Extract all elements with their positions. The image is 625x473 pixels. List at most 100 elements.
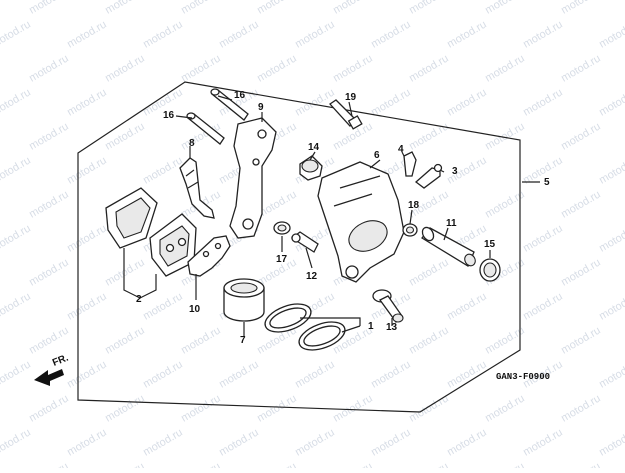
watermark-text: motod.ru (445, 86, 489, 118)
watermark-text: motod.ru (293, 426, 337, 458)
brake-pad-back (105, 187, 158, 249)
callout-6: 6 (374, 150, 380, 161)
watermark-text: motod.ru (255, 0, 299, 17)
watermark-text: motod.ru (597, 154, 625, 186)
caliper-body (317, 161, 405, 283)
watermark-text: motod.ru (521, 426, 565, 458)
callout-11: 11 (446, 218, 457, 229)
pad-spring (179, 157, 215, 219)
watermark-text: motod.ru (293, 86, 337, 118)
callout-16-upper: 16 (234, 90, 246, 101)
watermark-text: motod.ru (27, 188, 71, 220)
diagram-code: GAN3-F0900 (496, 372, 550, 382)
watermark-text: motod.ru (483, 392, 527, 424)
watermark-text: motod.ru (559, 460, 603, 468)
callout-7: 7 (240, 335, 246, 346)
watermark-text: motod.ru (0, 290, 33, 322)
watermark-text: motod.ru (65, 222, 109, 254)
callout-19: 19 (345, 92, 357, 103)
bleeder-valve (414, 163, 443, 189)
watermark-text: motod.ru (0, 222, 33, 254)
watermark-text: motod.ru (141, 154, 185, 186)
watermark-text: motod.ru (179, 52, 223, 84)
watermark-text: motod.ru (597, 358, 625, 390)
watermark-text: motod.ru (65, 426, 109, 458)
pad-pin-upper (210, 88, 249, 121)
watermark-text: motod.ru (559, 188, 603, 220)
watermark-text: motod.ru (369, 426, 413, 458)
watermark-text: motod.ru (141, 290, 185, 322)
watermark-text: motod.ru (597, 222, 625, 254)
front-direction-arrow-icon (34, 369, 64, 386)
watermark-text: motod.ru (179, 0, 223, 17)
watermark-text: motod.ru (27, 0, 71, 17)
watermark-text: motod.ru (331, 0, 375, 17)
watermark-text: motod.ru (521, 222, 565, 254)
pin-bolt-11 (421, 226, 476, 267)
watermark-text: motod.ru (559, 52, 603, 84)
watermark-text: motod.ru (179, 460, 223, 468)
callout-5: 5 (544, 177, 550, 188)
watermark-text: motod.ru (255, 392, 299, 424)
watermark-text: motod.ru (217, 358, 261, 390)
boot-14 (299, 155, 323, 181)
brake-pad-front (149, 213, 197, 277)
watermark-text: motod.ru (597, 426, 625, 458)
direction-label: FR. (51, 352, 70, 368)
watermark-text: motod.ru (217, 426, 261, 458)
watermark-text: motod.ru (445, 358, 489, 390)
watermark-text: motod.ru (179, 324, 223, 356)
callout-1: 1 (368, 321, 374, 332)
callout-15: 15 (484, 239, 496, 250)
watermark-text: motod.ru (559, 392, 603, 424)
watermark-text: motod.ru (331, 52, 375, 84)
watermark-text: motod.ru (27, 52, 71, 84)
callout-4: 4 (398, 144, 404, 155)
watermark-text: motod.ru (483, 460, 527, 468)
watermark-text: motod.ru (103, 256, 147, 288)
watermark-text: motod.ru (293, 358, 337, 390)
callout-8: 8 (189, 138, 195, 149)
callout-16-lower: 16 (163, 110, 175, 121)
watermark-text: motod.ru (445, 426, 489, 458)
watermark-text: motod.ru (521, 86, 565, 118)
watermark-text: motod.ru (559, 256, 603, 288)
watermark-text: motod.ru (65, 18, 109, 50)
pad-retainer (187, 235, 231, 277)
watermark-text: motod.ru (559, 324, 603, 356)
watermark-text: motod.ru (597, 86, 625, 118)
watermark-text: motod.ru (407, 52, 451, 84)
seal-18 (402, 223, 418, 237)
watermark-text: motod.ru (407, 460, 451, 468)
watermark-text: motod.ru (103, 460, 147, 468)
bleeder-cap (403, 151, 417, 177)
watermark-text: motod.ru (65, 154, 109, 186)
watermark-text: motod.ru (407, 0, 451, 17)
watermark-text: motod.ru (293, 18, 337, 50)
watermark-text: motod.ru (0, 426, 33, 458)
watermark-text: motod.ru (407, 256, 451, 288)
callout-3: 3 (452, 166, 458, 177)
watermark-text: motod.ru (559, 120, 603, 152)
watermark-text: motod.ru (331, 460, 375, 468)
watermark-text: motod.ru (103, 324, 147, 356)
watermark-text: motod.ru (483, 0, 527, 17)
watermark-text: motod.ru (483, 52, 527, 84)
watermark-text: motod.ru (597, 290, 625, 322)
watermark-text: motod.ru (597, 18, 625, 50)
watermark-text: motod.ru (0, 358, 33, 390)
piston-seal (264, 303, 312, 333)
callout-13: 13 (386, 322, 398, 333)
bolt-19 (329, 99, 363, 130)
dust-seal (298, 321, 346, 351)
boot-15 (479, 258, 501, 282)
watermark-text: motod.ru (103, 392, 147, 424)
watermark-text: motod.ru (255, 460, 299, 468)
watermark-text: motod.ru (65, 86, 109, 118)
watermark-text: motod.ru (141, 358, 185, 390)
watermark-text: motod.ru (141, 426, 185, 458)
callout-2: 2 (136, 294, 142, 305)
